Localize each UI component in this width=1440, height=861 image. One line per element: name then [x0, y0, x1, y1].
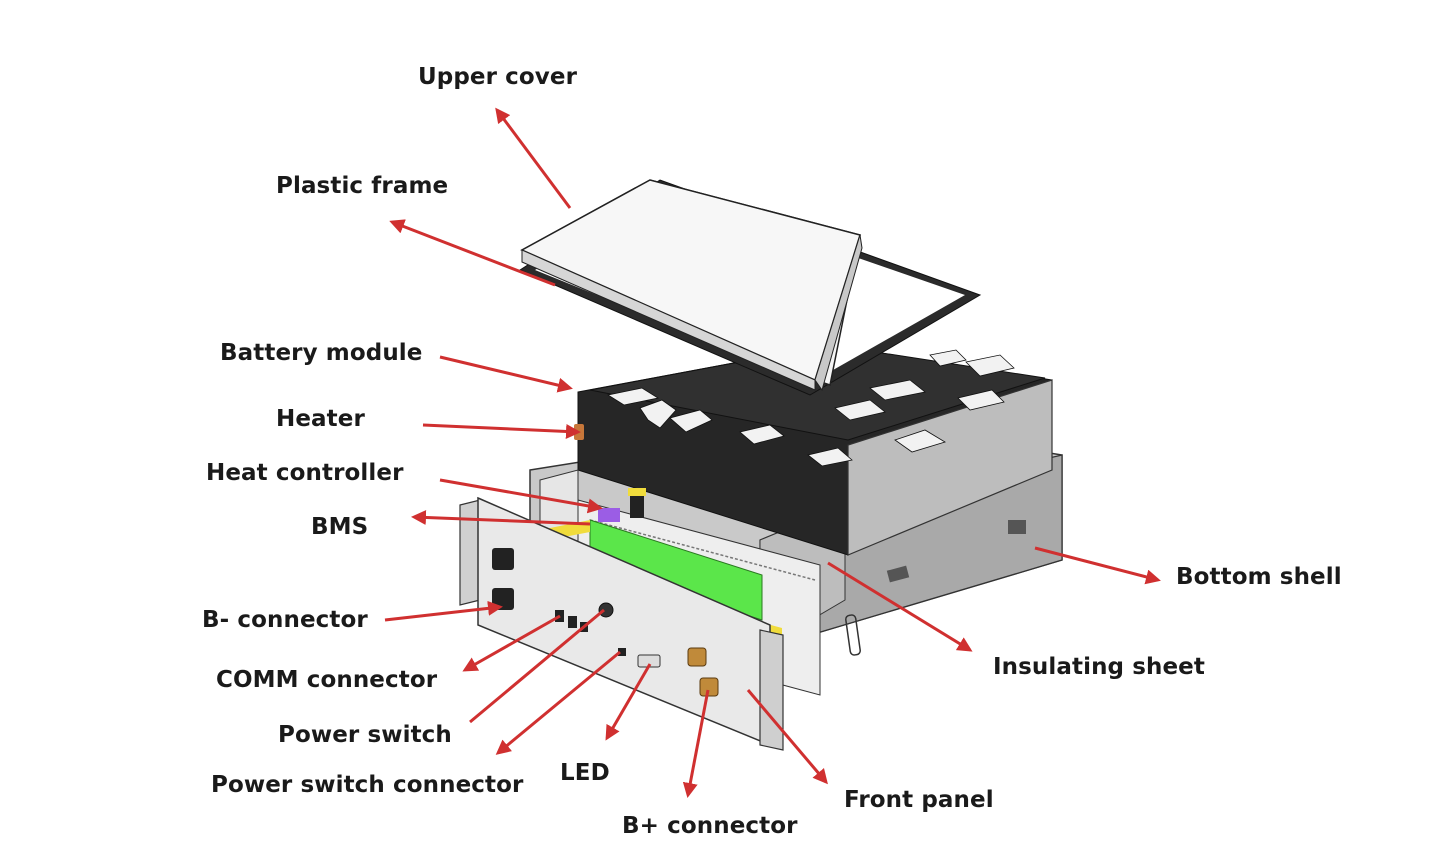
- label-insulating-sheet: Insulating sheet: [993, 654, 1205, 680]
- arrow-b-plus: [682, 689, 710, 798]
- label-front-panel: Front panel: [844, 787, 994, 813]
- label-heater: Heater: [276, 406, 365, 432]
- arrow-insulating-sheet: [827, 561, 973, 652]
- arrow-front-panel: [746, 689, 828, 785]
- arrow-bottom-shell: [1034, 546, 1161, 585]
- label-led: LED: [560, 760, 610, 786]
- arrow-bms: [411, 509, 591, 526]
- arrow-plastic-frame: [389, 219, 556, 287]
- label-bottom-shell: Bottom shell: [1176, 564, 1342, 590]
- label-b-minus-connector: B- connector: [202, 607, 368, 633]
- arrow-battery-module: [439, 355, 573, 393]
- label-plastic-frame: Plastic frame: [276, 173, 449, 199]
- label-battery-module: Battery module: [220, 340, 423, 366]
- label-b-plus-connector: B+ connector: [622, 813, 798, 839]
- arrow-power-switch-connector: [495, 650, 621, 755]
- heat-controller-chip: [598, 508, 620, 522]
- label-comm-connector: COMM connector: [216, 667, 438, 693]
- arrow-heater: [422, 423, 581, 439]
- arrow-upper-cover: [495, 107, 572, 209]
- label-upper-cover: Upper cover: [418, 64, 578, 90]
- arrow-heat-controller: [439, 478, 603, 514]
- label-power-switch-connector: Power switch connector: [211, 772, 524, 798]
- front-panel: [459, 496, 784, 751]
- arrow-comm: [462, 614, 561, 672]
- callout-arrows: [384, 107, 1161, 798]
- arrow-led: [605, 663, 652, 741]
- label-bms: BMS: [311, 514, 369, 540]
- arrow-b-minus: [384, 600, 503, 622]
- battery-module: [574, 344, 1053, 556]
- label-power-switch: Power switch: [278, 722, 452, 748]
- label-heat-controller: Heat controller: [206, 460, 404, 486]
- upper-cover: [520, 179, 863, 392]
- arrow-power-switch: [469, 608, 605, 724]
